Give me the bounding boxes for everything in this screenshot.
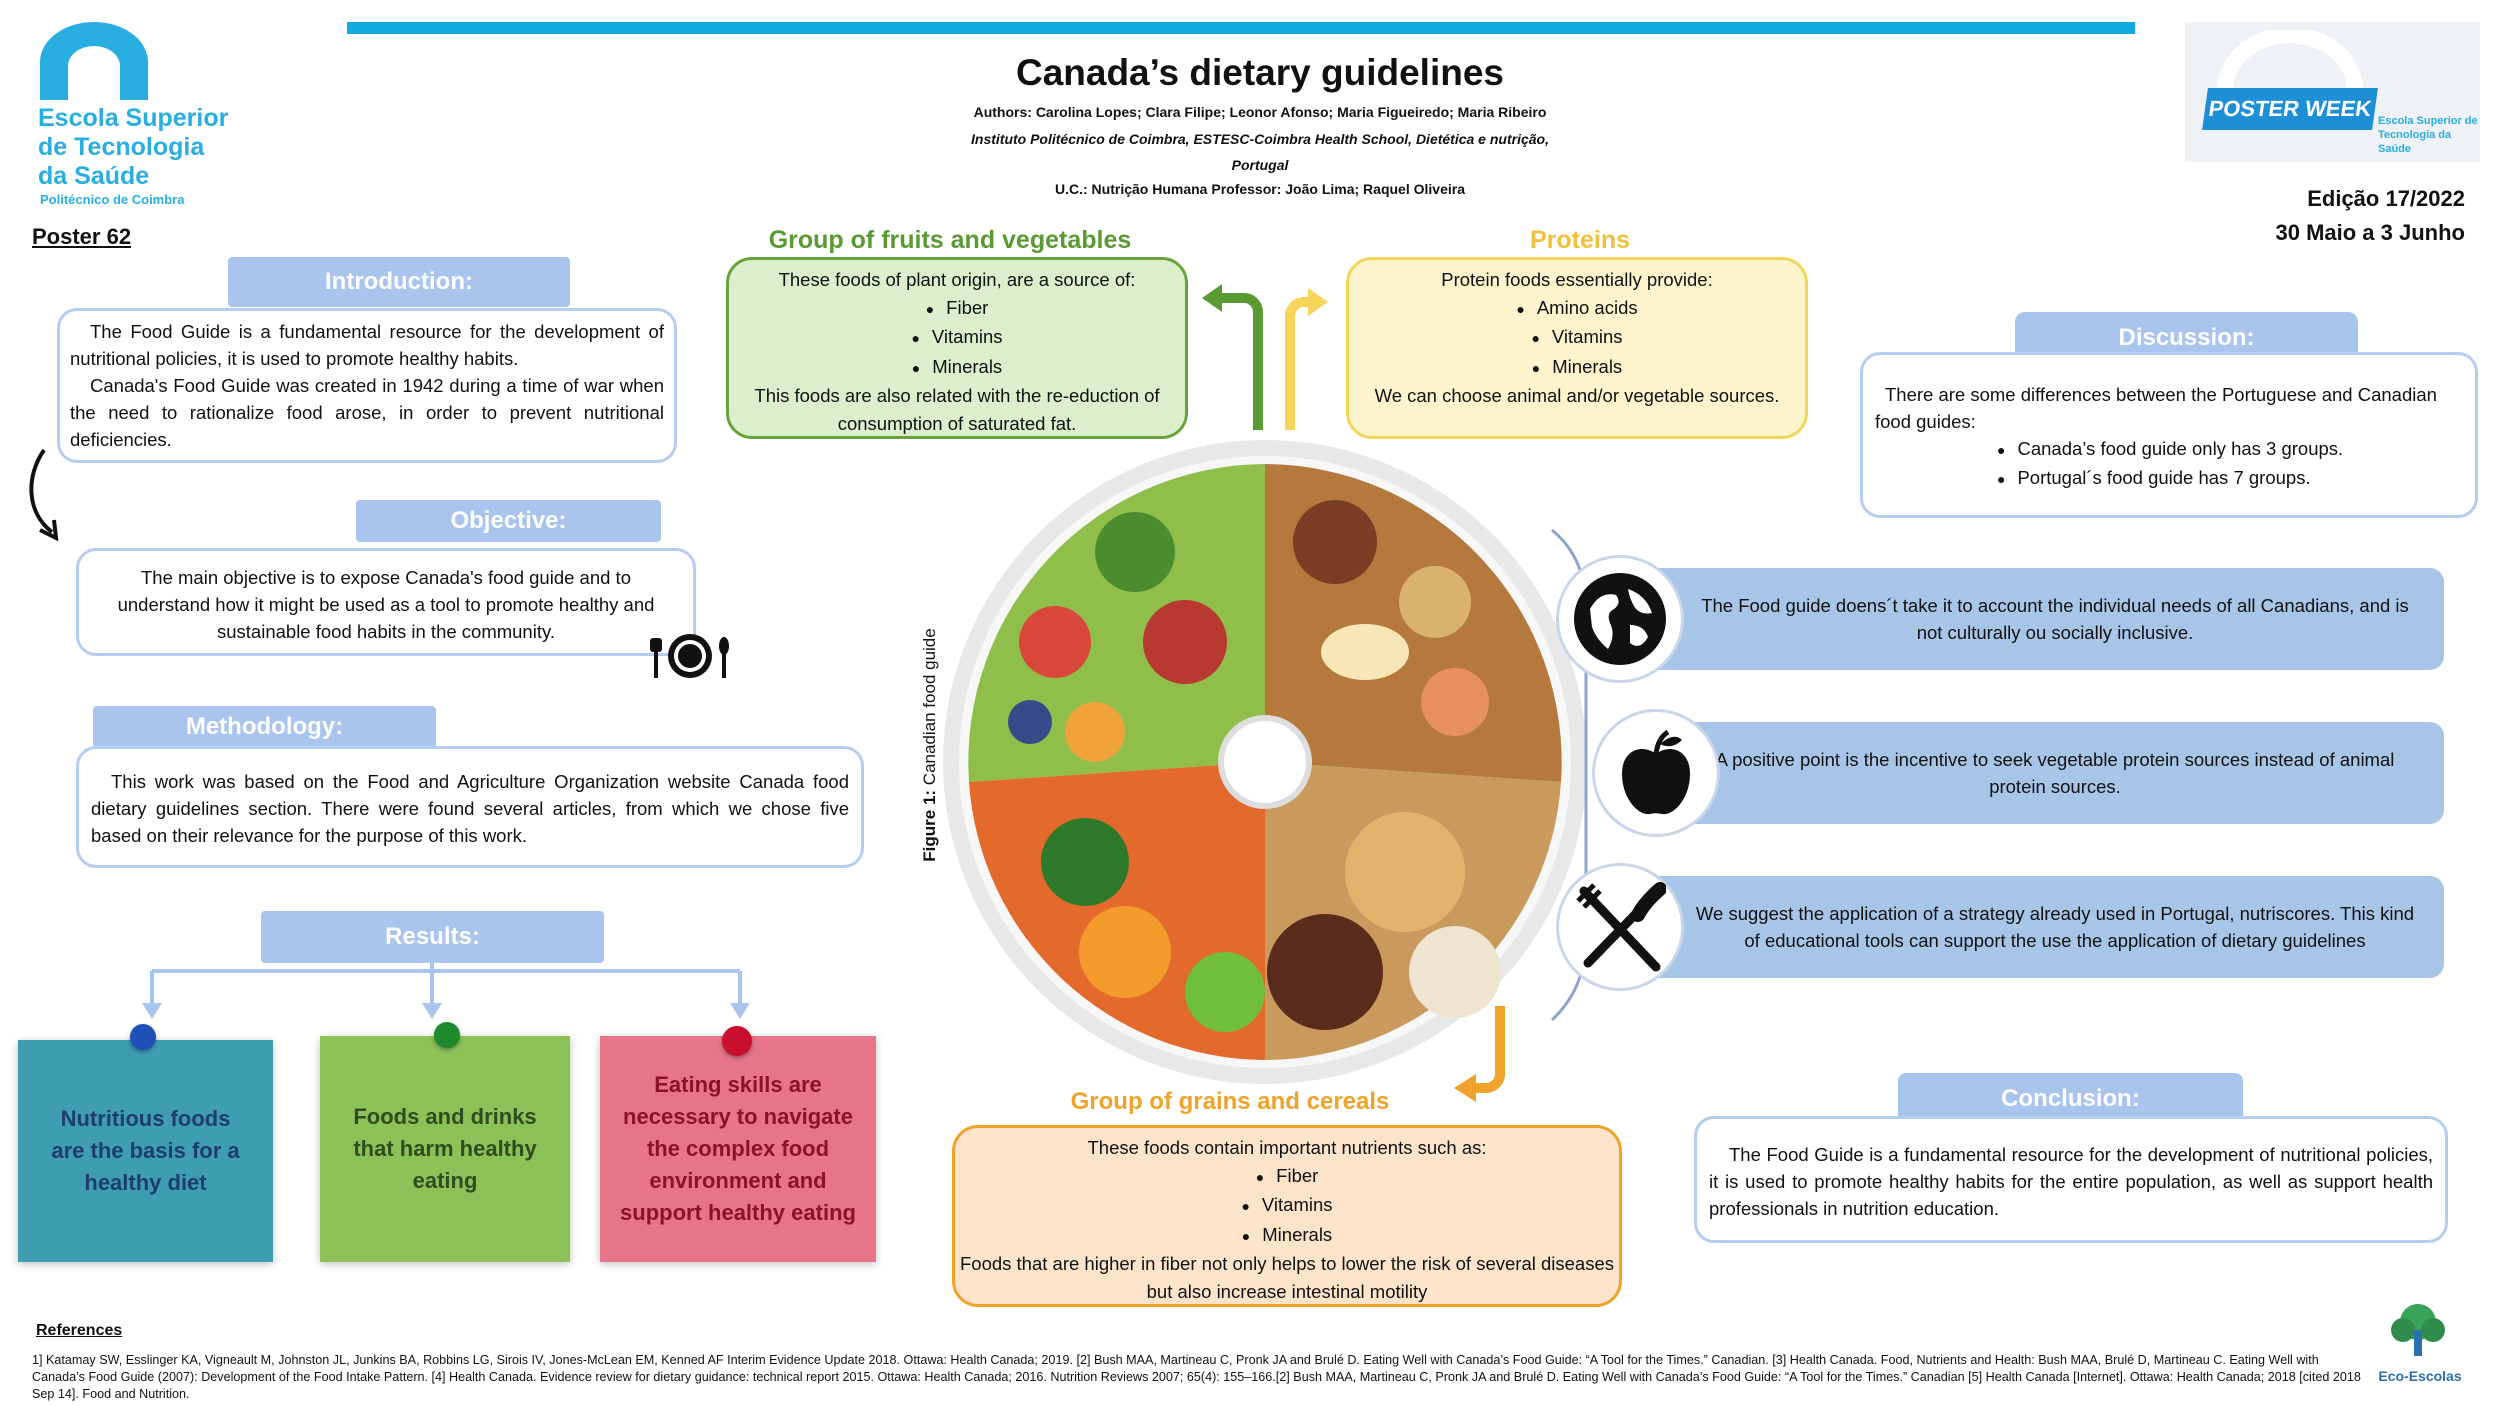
grains-heading: Group of grains and cereals (1070, 1088, 1390, 1115)
fruits-box: These foods of plant origin, are a sourc… (726, 257, 1188, 439)
references-text: 1] Katamay SW, Esslinger KA, Vigneault M… (32, 1353, 2361, 1401)
curved-arrow-icon (29, 448, 59, 542)
result-note-1: Nutritious foods are the basis for a hea… (18, 1040, 273, 1262)
introduction-p1: The Food Guide is a fundamental resource… (70, 321, 664, 369)
list-item: Vitamins (729, 323, 1185, 353)
proteins-intro: Protein foods essentially provide: (1441, 269, 1713, 290)
school-logo-icon (40, 22, 148, 100)
food-plate-image (943, 440, 1587, 1084)
introduction-heading: Introduction: (228, 257, 570, 307)
eco-escolas-label: Eco-Escolas (2378, 1368, 2462, 1384)
objective-box: The main objective is to expose Canada's… (76, 548, 696, 656)
course-info: U.C.: Nutrição Humana Professor: João Li… (1055, 181, 1465, 197)
result-note-3: Eating skills are necessary to navigate … (600, 1036, 876, 1262)
objective-text: The main objective is to expose Canada's… (117, 567, 655, 642)
results-heading: Results: (261, 911, 604, 963)
list-item: Vitamins (955, 1191, 1619, 1221)
fruits-intro: These foods of plant origin, are a sourc… (778, 269, 1136, 290)
poster-number: Poster 62 (32, 224, 132, 249)
apple-icon (1592, 709, 1720, 837)
edition-info: Edição 17/2022 30 Maio a 3 Junho (2275, 186, 2466, 245)
objective-heading: Objective: (356, 500, 661, 542)
methodology-box: This work was based on the Food and Agri… (76, 746, 864, 868)
proteins-box: Protein foods essentially provide: Amino… (1346, 257, 1808, 439)
eco-escolas-logo-icon (2391, 1304, 2445, 1356)
list-item: Canada’s food guide only has 3 groups. (1997, 435, 2463, 464)
proteins-heading: Proteins (1529, 226, 1631, 254)
school-subtitle: Politécnico de Coimbra (40, 192, 185, 207)
references-heading: References (36, 1322, 123, 1339)
methodology-heading: Methodology: (93, 706, 436, 748)
discussion-intro: There are some differences between the P… (1875, 384, 2437, 432)
list-item: Vitamins (1349, 323, 1805, 353)
proteins-outro: We can choose animal and/or vegetable so… (1374, 385, 1780, 406)
pin-icon (130, 1024, 156, 1050)
grains-outro: Foods that are higher in fiber not only … (959, 1253, 1614, 1302)
introduction-box: The Food Guide is a fundamental resource… (57, 308, 677, 463)
discussion-box: There are some differences between the P… (1860, 352, 2478, 518)
discussion-bracket-line (1550, 528, 1588, 1022)
list-item: Minerals (729, 353, 1185, 383)
pin-icon (434, 1022, 460, 1048)
result-note-2: Foods and drinks that harm healthy eatin… (320, 1036, 570, 1262)
top-accent-bar (347, 22, 2135, 34)
list-item: Fiber (955, 1162, 1619, 1192)
fruits-outro: This foods are also related with the re-… (754, 385, 1160, 434)
grains-box: These foods contain important nutrients … (952, 1125, 1622, 1307)
methodology-text: This work was based on the Food and Agri… (91, 771, 849, 846)
list-item: Amino acids (1349, 294, 1805, 324)
grains-arrow-icon (1454, 1006, 1505, 1102)
list-item: Minerals (955, 1221, 1619, 1251)
page-title: Canada’s dietary guidelines (1015, 52, 1504, 93)
plate-cutlery-icon (650, 634, 729, 678)
discussion-point-1: The Food guide doens´t take it to accoun… (1626, 568, 2444, 670)
figure-caption: Figure 1: Canadian food guide (920, 628, 939, 862)
fruits-heading: Group of fruits and vegetables (768, 226, 1132, 254)
poster-week-school: Escola Superior de Tecnologia da Saúde (2378, 115, 2478, 155)
discussion-point-3: We suggest the application of a strategy… (1626, 876, 2444, 978)
conclusion-box: The Food Guide is a fundamental resource… (1694, 1116, 2448, 1243)
list-item: Fiber (729, 294, 1185, 324)
poster-week-banner: POSTER WEEK (2202, 88, 2378, 130)
school-name: Escola Superior de Tecnologia da Saúde (38, 104, 229, 190)
grains-intro: These foods contain important nutrients … (1087, 1137, 1487, 1158)
introduction-p2: Canada's Food Guide was created in 1942 … (70, 375, 664, 450)
country: Portugal (1231, 157, 1289, 173)
list-item: Portugal´s food guide has 7 groups. (1997, 464, 2463, 493)
conclusion-text: The Food Guide is a fundamental resource… (1709, 1144, 2433, 1219)
institution: Instituto Politécnico de Coimbra, ESTESC… (971, 131, 1549, 147)
cutlery-icon (1556, 863, 1684, 991)
pin-icon (722, 1026, 752, 1056)
poster-week-arc-icon (2217, 30, 2363, 90)
discussion-point-2: A positive point is the incentive to see… (1626, 722, 2444, 824)
results-connector-lines (142, 963, 750, 1019)
authors: Authors: Carolina Lopes; Clara Filipe; L… (973, 104, 1547, 120)
plate-arrows-icon (1202, 284, 1328, 430)
globe-icon (1556, 555, 1684, 683)
list-item: Minerals (1349, 353, 1805, 383)
